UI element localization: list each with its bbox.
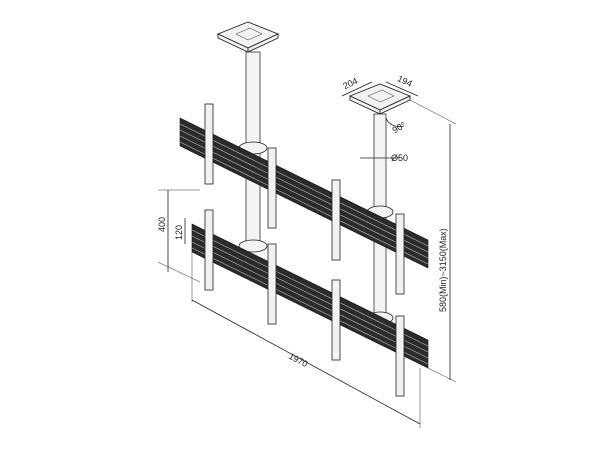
- rail-spacing-dimension: 400 120: [157, 189, 201, 283]
- svg-text:90°: 90°: [391, 120, 408, 136]
- height-dimension: 580(Min)~3150(Max): [409, 99, 457, 383]
- pole-diameter-dimension: Ø50: [360, 153, 408, 163]
- upper-rail: [179, 117, 429, 269]
- svg-text:Ø50: Ø50: [391, 153, 408, 163]
- svg-text:580(Min)~3150(Max): 580(Min)~3150(Max): [438, 228, 448, 312]
- upper-vertical-brackets: [204, 103, 405, 295]
- left-pole-collar-bottom: [238, 239, 268, 253]
- svg-text:1970: 1970: [287, 351, 309, 369]
- svg-text:120: 120: [174, 225, 184, 240]
- lower-rail: [191, 223, 429, 369]
- lower-vertical-brackets: [204, 209, 405, 397]
- svg-text:400: 400: [157, 217, 167, 232]
- left-ceiling-plate: [216, 21, 280, 53]
- svg-text:194: 194: [396, 73, 414, 88]
